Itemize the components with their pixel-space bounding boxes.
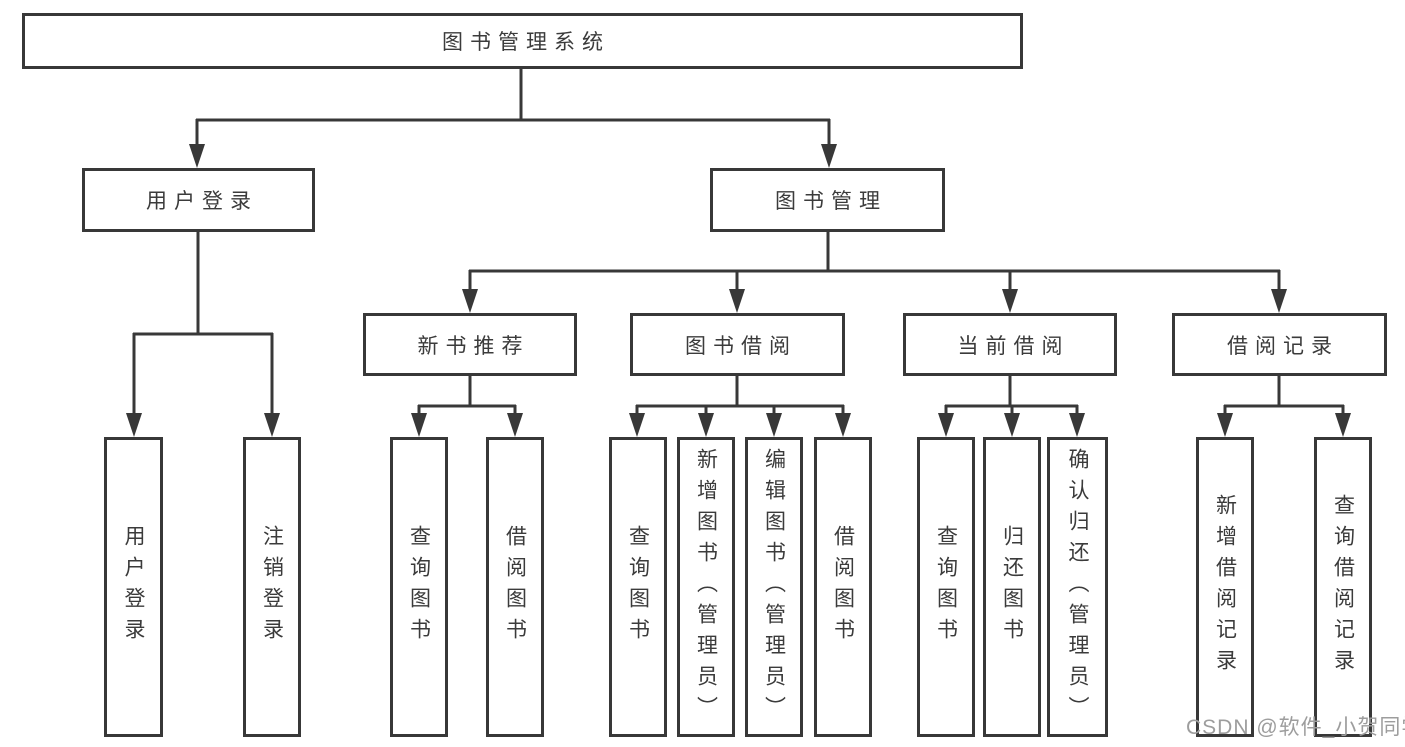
node-cb-return-books: 归还图书	[983, 437, 1041, 737]
arrow-to-book-borrow	[729, 289, 745, 313]
arrow-to-logout-op	[264, 413, 280, 437]
connector-root-to-level2	[195, 69, 831, 146]
arrow-to-current-borrow	[1002, 289, 1018, 313]
node-bb-query-books: 查询图书	[609, 437, 667, 737]
node-bb-add-books-admin: 新增图书（管理员）	[677, 437, 735, 737]
node-user-login: 用户登录	[82, 168, 315, 232]
node-logout-op: 注销登录	[243, 437, 301, 737]
arrow-bb-query	[629, 413, 645, 437]
node-user-login-op: 用户登录	[104, 437, 163, 737]
arrow-bb-edit	[766, 413, 782, 437]
node-cb-query-books: 查询图书	[917, 437, 975, 737]
arrow-to-new-book-rec	[462, 289, 478, 313]
csdn-watermark: CSDN @软件_小贺同学	[1186, 716, 1405, 739]
connector-user-login-children	[132, 232, 274, 415]
arrow-to-user-login-op	[126, 413, 142, 437]
arrow-to-borrow-records	[1271, 289, 1287, 313]
node-br-add-record: 新增借阅记录	[1196, 437, 1254, 737]
arrow-to-user-login	[189, 144, 205, 168]
connector-book-mgmt-children	[468, 232, 1281, 291]
connector-book-borrow-children	[635, 376, 845, 415]
node-nbr-query-books: 查询图书	[390, 437, 448, 737]
arrow-br-add	[1217, 413, 1233, 437]
arrow-br-query	[1335, 413, 1351, 437]
node-book-borrow: 图书借阅	[630, 313, 845, 376]
node-new-book-rec: 新书推荐	[363, 313, 577, 376]
arrow-nbr-query	[411, 413, 427, 437]
connector-borrow-records-children	[1223, 376, 1345, 415]
arrow-to-book-mgmt	[821, 144, 837, 168]
node-book-mgmt: 图书管理	[710, 168, 945, 232]
arrow-cb-query	[938, 413, 954, 437]
node-borrow-records: 借阅记录	[1172, 313, 1387, 376]
arrow-bb-add	[698, 413, 714, 437]
arrow-cb-confirm	[1069, 413, 1085, 437]
node-bb-borrow-books: 借阅图书	[814, 437, 872, 737]
arrow-bb-borrow	[835, 413, 851, 437]
arrow-nbr-borrow	[507, 413, 523, 437]
node-br-query-record: 查询借阅记录	[1314, 437, 1372, 737]
node-library-system: 图书管理系统	[22, 13, 1023, 69]
connector-new-book-rec-children	[417, 376, 517, 415]
arrow-cb-return	[1004, 413, 1020, 437]
node-bb-edit-books-admin: 编辑图书（管理员）	[745, 437, 803, 737]
node-cb-confirm-return-admin: 确认归还（管理员）	[1047, 437, 1108, 737]
node-nbr-borrow-books: 借阅图书	[486, 437, 544, 737]
connector-current-borrow-children	[944, 376, 1079, 415]
node-current-borrow: 当前借阅	[903, 313, 1117, 376]
